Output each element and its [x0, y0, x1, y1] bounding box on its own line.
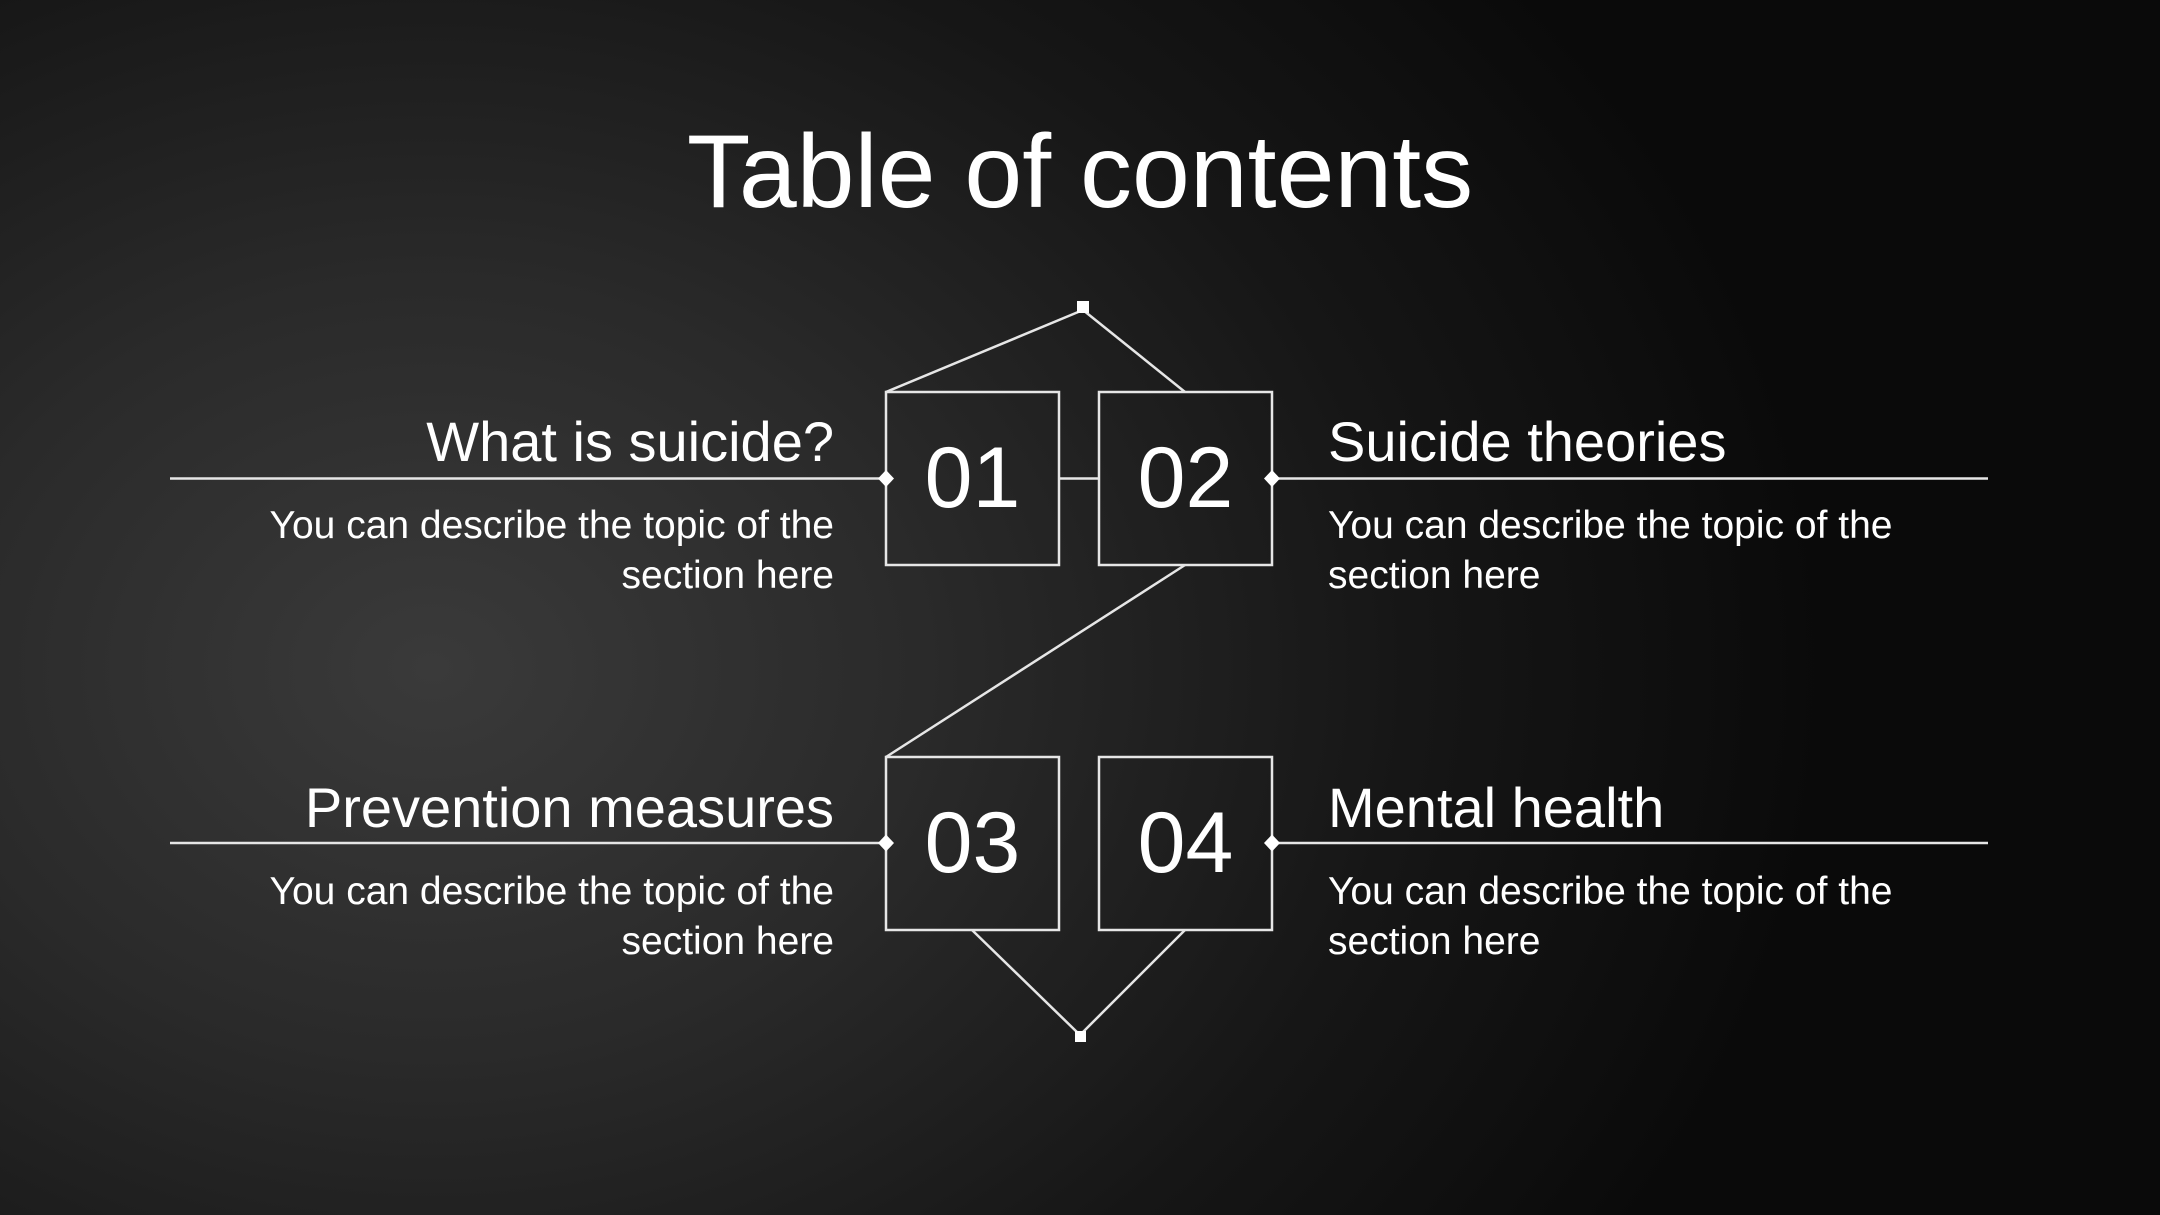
page-title: Table of contents [686, 114, 1474, 230]
apex-top-marker [1077, 301, 1089, 313]
section-description-04: You can describe the topic of the sectio… [1328, 870, 1893, 963]
section-number-03: 03 [924, 795, 1021, 891]
section-description-02: You can describe the topic of the sectio… [1328, 504, 1893, 597]
section-number-02: 02 [1137, 430, 1234, 526]
section-heading-01: What is suicide? [426, 410, 834, 473]
apex-bottom-marker [1075, 1031, 1086, 1042]
section-number-01: 01 [924, 430, 1021, 526]
diamond-right-bottom [1264, 834, 1280, 852]
section-description-03: You can describe the topic of the sectio… [269, 870, 834, 963]
apex-top-right [1082, 309, 1186, 393]
diamond-right-top [1264, 470, 1280, 487]
section-heading-04: Mental health [1328, 776, 1665, 839]
apex-bottom-right [1079, 929, 1186, 1036]
section-description-01: You can describe the topic of the sectio… [269, 504, 834, 597]
diamond-left-top [878, 470, 894, 487]
section-number-04: 04 [1137, 795, 1234, 891]
section-heading-02: Suicide theories [1328, 410, 1727, 473]
diagonal-02-03 [885, 563, 1186, 759]
section-heading-03: Prevention measures [304, 776, 834, 839]
apex-top-left [885, 308, 1084, 394]
diamond-left-bottom [878, 834, 894, 852]
apex-bottom-left [971, 929, 1081, 1036]
